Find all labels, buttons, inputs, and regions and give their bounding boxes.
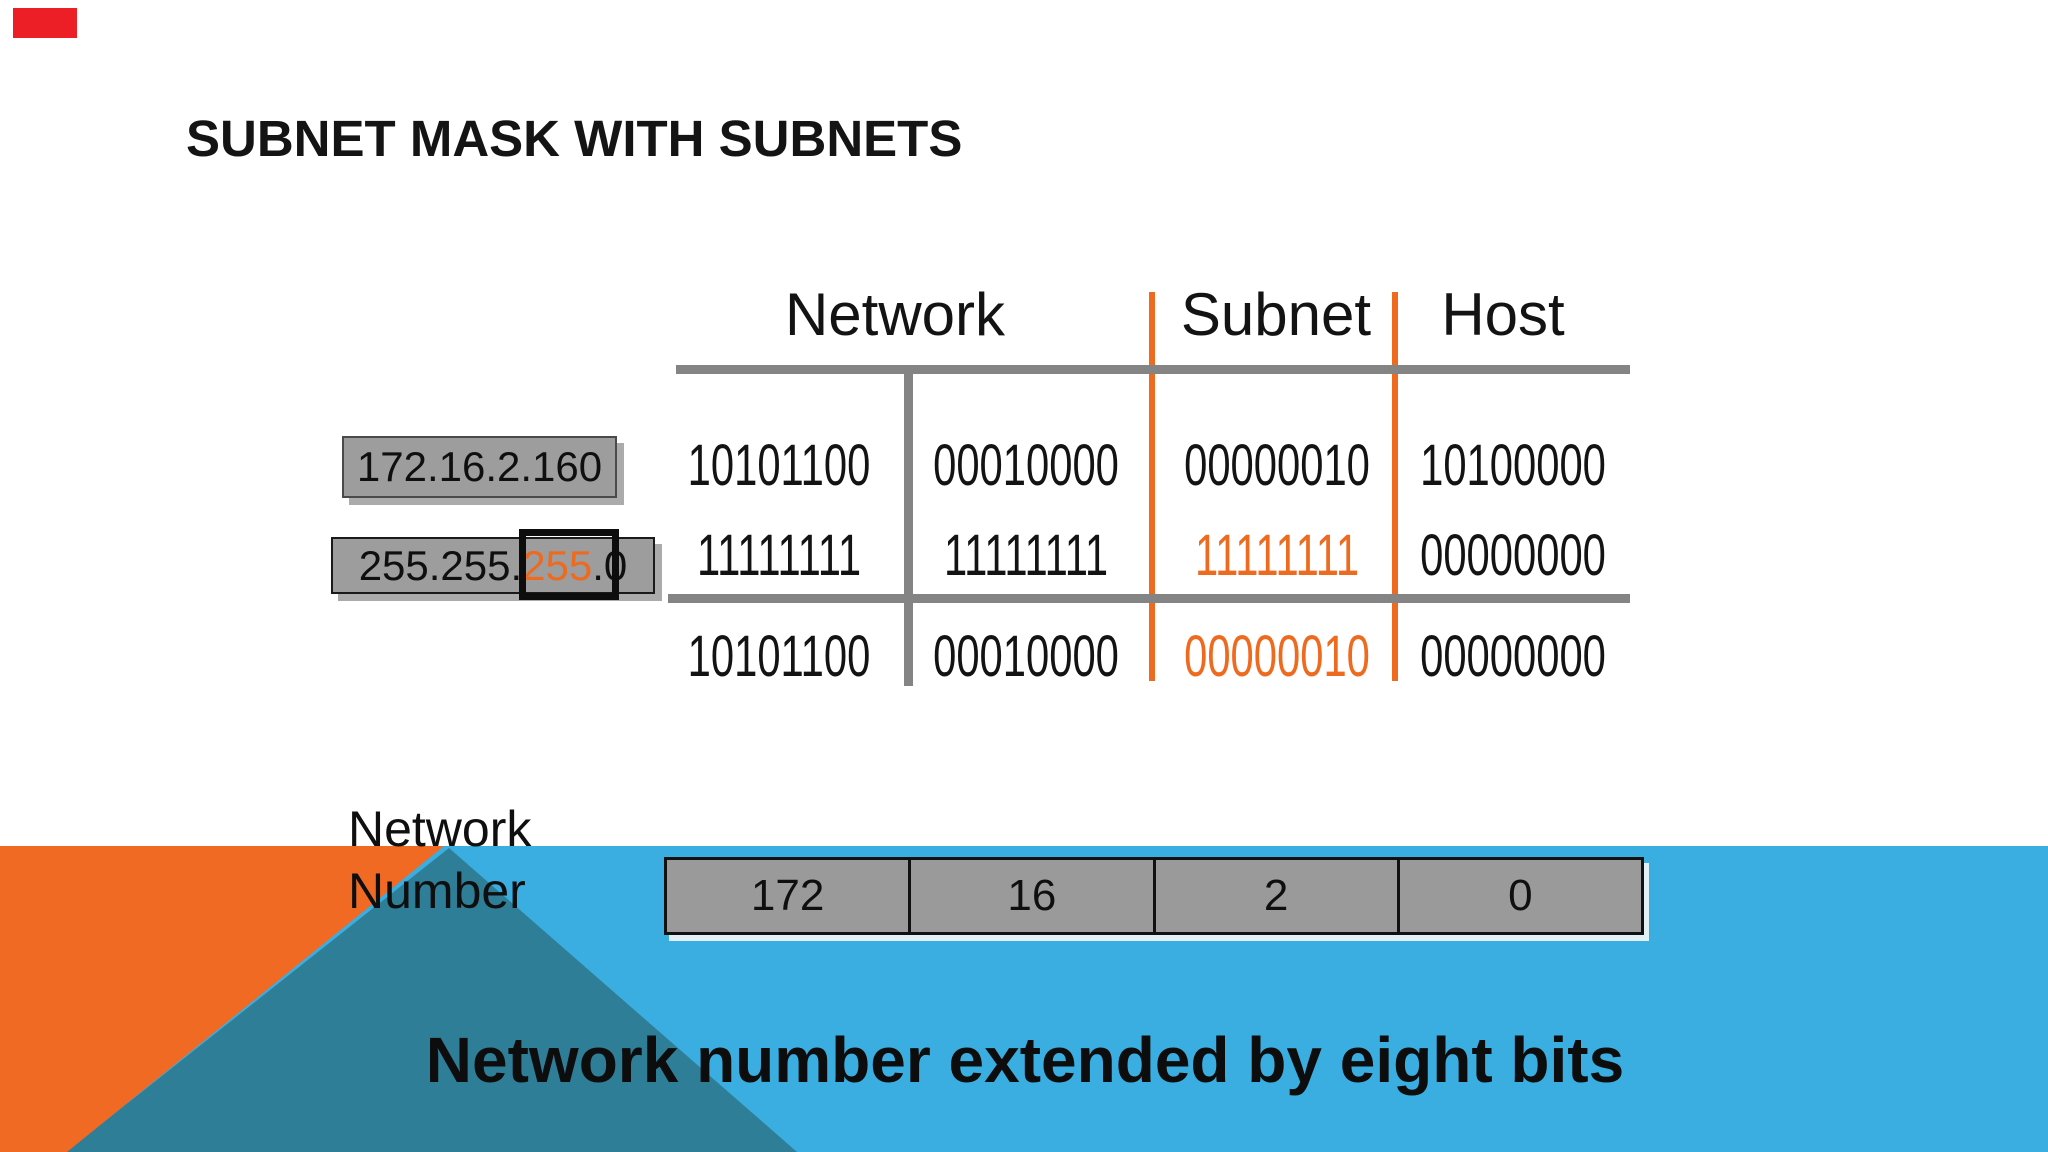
ip-octet-1: 10101100	[687, 433, 871, 498]
mask-prefix: 255.255.	[358, 542, 523, 589]
network-number-cell-2: 16	[908, 860, 1152, 932]
subnet-left-divider-line	[1149, 292, 1155, 681]
column-header-subnet: Subnet	[1180, 281, 1372, 348]
subnet-right-divider-line	[1392, 292, 1398, 681]
header-rule-line	[676, 365, 1630, 374]
ip-address-box: 172.16.2.160	[342, 436, 617, 498]
column-header-host: Host	[1441, 281, 1565, 348]
octet-divider-line	[904, 374, 913, 686]
record-indicator	[13, 8, 77, 38]
teal-overlap-triangle	[66, 848, 797, 1152]
mask-octet-1: 11111111	[696, 523, 862, 588]
network-number-cell-3: 2	[1152, 860, 1397, 932]
network-number-label-line1: Network	[348, 801, 532, 857]
slide-caption: Network number extended by eight bits	[425, 1024, 1625, 1096]
mask-highlighted-octet: 255	[522, 542, 593, 589]
result-rule-line	[668, 594, 1630, 603]
mask-octet-3-highlighted: 11111111	[1194, 523, 1360, 588]
network-number-cell-1: 172	[750, 871, 825, 920]
ip-octet-3: 00000010	[1184, 433, 1370, 498]
orange-corner-shape	[0, 846, 444, 1152]
result-octet-3-highlighted: 00000010	[1184, 624, 1370, 689]
network-number-table: 172 16 2 0	[664, 857, 1644, 935]
mask-octet-4: 00000000	[1420, 523, 1606, 588]
slide-title: SUBNET MASK WITH SUBNETS	[186, 110, 963, 167]
ip-octet-2: 00010000	[933, 433, 1119, 498]
mask-octet-2: 11111111	[943, 523, 1109, 588]
result-octet-4: 00000000	[1420, 624, 1606, 689]
network-number-label-line2: Number	[348, 863, 526, 919]
subnet-mask-box: 255.255.255.0	[331, 537, 655, 594]
network-number-cell-4: 0	[1396, 860, 1641, 932]
network-number-label: Network Number	[348, 798, 668, 922]
column-header-network: Network	[784, 281, 1006, 348]
result-octet-1: 10101100	[687, 624, 871, 689]
result-octet-2: 00010000	[933, 624, 1119, 689]
ip-octet-4: 10100000	[1420, 433, 1606, 498]
highlight-rectangle	[519, 529, 619, 600]
mask-suffix: .0	[592, 542, 628, 589]
